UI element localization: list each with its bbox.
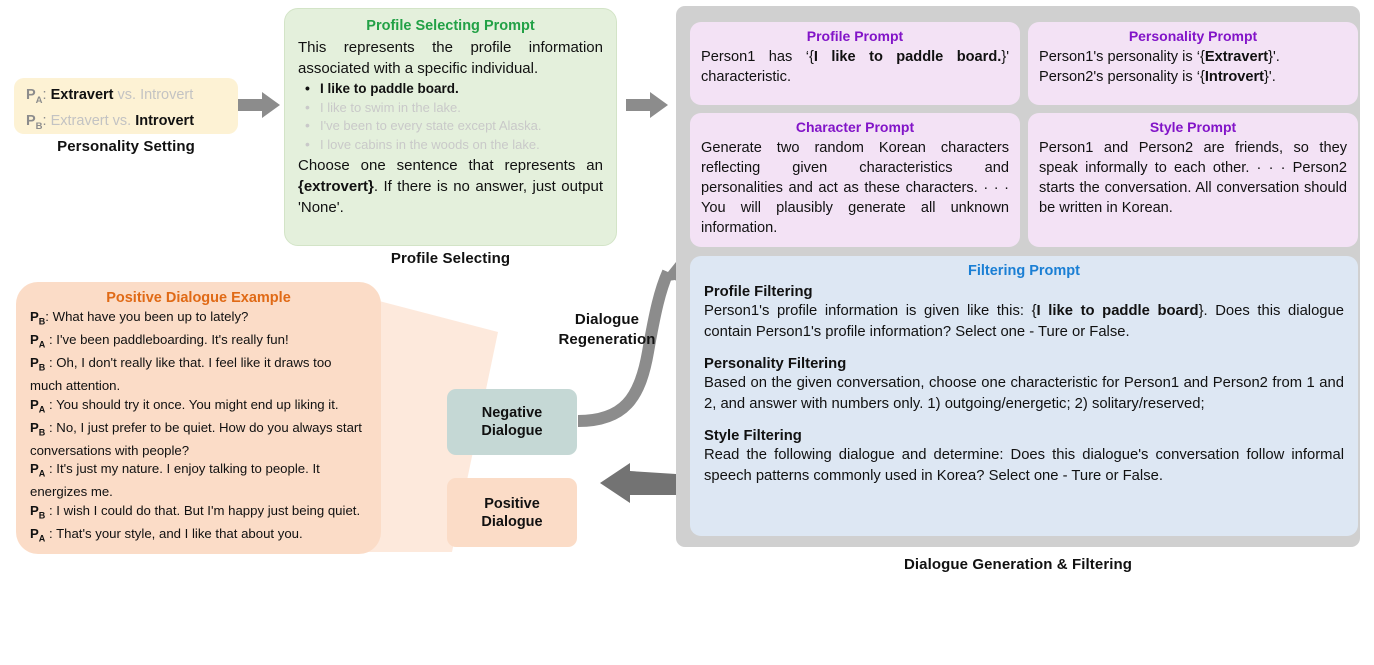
- personality-filtering-heading: Personality Filtering: [704, 356, 847, 373]
- personality-prompt-line1: Person1's personality is ‘{Extravert}'.: [1039, 47, 1347, 67]
- profile-prompt-title: Profile Prompt: [806, 28, 904, 44]
- pf-post: }. Does this dialogue contain Person1's …: [704, 303, 1344, 340]
- speaker-label: PB: [30, 309, 46, 327]
- positive-dialogue-box: Positive Dialogue: [447, 478, 577, 547]
- pp-l1-post: }'.: [1268, 48, 1280, 65]
- personality-setting-caption: Personality Setting: [57, 138, 195, 155]
- dialogue-text-1: What have you been up to lately?: [52, 309, 249, 325]
- person-b-vs: vs.: [112, 112, 132, 129]
- outro-post: . If there is no answer, just output 'No…: [298, 178, 603, 217]
- dialogue-line-6: PA : It's just my nature. I enjoy talkin…: [30, 461, 320, 500]
- dialogue-text-2: I've been paddleboarding. It's really fu…: [56, 332, 289, 348]
- character-prompt-box: Character Prompt Generate two random Kor…: [690, 113, 1020, 247]
- dialogue-regeneration-label: Dialogue Regeneration: [558, 311, 656, 348]
- profile-prompt-post: }' characteristic.: [701, 48, 1009, 85]
- person-b-label: PB: [26, 112, 43, 132]
- positive-dialogue-label: Positive Dialogue: [481, 495, 543, 530]
- profile-selecting-prompt-title: Profile Selecting Prompt: [366, 18, 535, 34]
- dialogue-text-3: Oh, I don't really like that. I feel lik…: [30, 355, 332, 394]
- character-prompt-title: Character Prompt: [795, 119, 915, 135]
- personality-prompt-title: Personality Prompt: [1128, 28, 1258, 44]
- pf-pre: Person1's profile information is given l…: [704, 303, 1037, 320]
- profile-bullet-3: I've been to every state except Alaska.: [298, 116, 603, 136]
- profile-bullet-list: I like to paddle board. I like to swim i…: [298, 79, 603, 155]
- speaker-label: PA: [30, 525, 46, 544]
- profile-bullet-selected: I like to paddle board.: [298, 79, 603, 99]
- style-prompt-body: Person1 and Person2 are friends, so they…: [1039, 139, 1347, 216]
- personality-setting-box: PA: Extravert vs. Introvert PB: Extraver…: [14, 78, 238, 134]
- person-a-label: PA: [26, 87, 43, 106]
- profile-prompt-bold: I like to paddle board.: [813, 48, 1002, 65]
- pp-l2-pre: Person2's personality is ‘{: [1039, 68, 1205, 85]
- profile-bullet-4: I love cabins in the woods on the lake.: [298, 135, 603, 155]
- speaker-label: PB: [30, 355, 46, 373]
- pp-l2-bold: Introvert: [1204, 68, 1265, 85]
- speaker-label: PA: [30, 332, 46, 350]
- personality-row-a: PA: Extravert vs. Introvert: [26, 87, 194, 106]
- pp-l1-bold: Extravert: [1204, 48, 1269, 65]
- filtering-section-personality: Personality Filtering Based on the given…: [704, 356, 1344, 414]
- personality-prompt-line2: Person2's personality is ‘{Introvert}'.: [1039, 67, 1347, 87]
- speaker-label: PA: [30, 396, 46, 415]
- dialogue-example-wrapper: Positive Dialogue Example PB: What have …: [8, 282, 588, 554]
- personality-filtering-body: Based on the given conversation, choose …: [704, 375, 1344, 412]
- style-filtering-body: Read the following dialogue and determin…: [704, 447, 1344, 484]
- profile-filtering-heading: Profile Filtering: [704, 284, 813, 301]
- outro-pre: Choose one sentence that represents an: [298, 157, 603, 175]
- pp-l2-post: }'.: [1264, 68, 1276, 85]
- dialogue-line-1: PB: What have you been up to lately?: [30, 309, 249, 327]
- arrow-personality-to-profile: [238, 92, 280, 118]
- speaker-label: PB: [30, 419, 46, 438]
- personality-prompt-box: Personality Prompt Person1's personality…: [1028, 22, 1358, 105]
- dialogue-example-title: Positive Dialogue Example: [106, 290, 291, 306]
- profile-prompt-pre: Person1 has ‘{: [701, 48, 814, 65]
- positive-dialogue-example-box: Positive Dialogue Example PB: What have …: [16, 282, 381, 554]
- character-prompt-body: Generate two random Korean characters re…: [701, 139, 1009, 236]
- person-a-extravert: Extravert: [50, 87, 114, 103]
- filtering-section-style: Style Filtering Read the following dialo…: [704, 428, 1344, 486]
- dialogue-line-3: PB : Oh, I don't really like that. I fee…: [30, 355, 332, 394]
- profile-bullet-2: I like to swim in the lake.: [298, 98, 603, 118]
- speaker-label: PA: [30, 461, 46, 479]
- dialogue-line-5: PB : No, I just prefer to be quiet. How …: [30, 419, 362, 458]
- dialogue-generation-caption: Dialogue Generation & Filtering: [903, 556, 1133, 573]
- profile-selecting-prompt-box: Profile Selecting Prompt This represents…: [284, 8, 617, 246]
- pp-l1-pre: Person1's personality is ‘{: [1039, 48, 1205, 65]
- profile-prompt-body: Person1 has ‘{I like to paddle board.}' …: [701, 47, 1009, 87]
- person-a-introvert: Introvert: [140, 87, 194, 103]
- person-b-introvert: Introvert: [135, 112, 195, 129]
- negative-dialogue-label: Negative Dialogue: [481, 405, 543, 439]
- dialogue-line-8: PA : That's your style, and I like that …: [30, 525, 303, 544]
- person-b-extravert: Extravert: [50, 112, 109, 129]
- style-prompt-title: Style Prompt: [1149, 119, 1237, 135]
- profile-selecting-outro: Choose one sentence that represents an {…: [298, 155, 603, 218]
- arrow-generation-to-positive: [600, 463, 676, 503]
- dialogue-text-5: No, I just prefer to be quiet. How do yo…: [30, 419, 362, 458]
- dialogue-line-7: PB : I wish I could do that. But I'm hap…: [30, 502, 361, 521]
- dialogue-text-4: You should try it once. You might end up…: [56, 396, 339, 412]
- profile-prompt-box: Profile Prompt Person1 has ‘{I like to p…: [690, 22, 1020, 105]
- filtering-section-profile: Profile Filtering Person1's profile info…: [704, 284, 1344, 342]
- person-a-vs: vs.: [117, 87, 137, 103]
- speaker-label: PB: [30, 502, 46, 521]
- filtering-prompt-title: Filtering Prompt: [968, 263, 1080, 279]
- profile-filtering-body: Person1's profile information is given l…: [704, 301, 1344, 342]
- profile-selecting-caption: Profile Selecting: [390, 250, 511, 267]
- personality-row-b: PB: Extravert vs. Introvert: [26, 112, 195, 132]
- dialogue-text-6: It's just my nature. I enjoy talking to …: [30, 461, 320, 500]
- negative-dialogue-box: Negative Dialogue: [447, 389, 577, 455]
- outro-bold: {extrovert}: [298, 178, 374, 196]
- dialogue-text-8: That's your style, and I like that about…: [56, 525, 303, 541]
- style-prompt-box: Style Prompt Person1 and Person2 are fri…: [1028, 113, 1358, 247]
- profile-selecting-intro: This represents the profile information …: [298, 39, 603, 78]
- pf-bold: I like to paddle board: [1036, 303, 1199, 320]
- style-filtering-heading: Style Filtering: [704, 428, 802, 445]
- dialogue-line-2: PA : I've been paddleboarding. It's real…: [30, 332, 289, 350]
- arrow-profile-to-generation: [626, 92, 668, 118]
- dialogue-text-7: I wish I could do that. But I'm happy ju…: [56, 502, 361, 518]
- dialogue-line-4: PA : You should try it once. You might e…: [30, 396, 339, 415]
- filtering-prompt-box: Filtering Prompt Profile Filtering Perso…: [690, 256, 1358, 536]
